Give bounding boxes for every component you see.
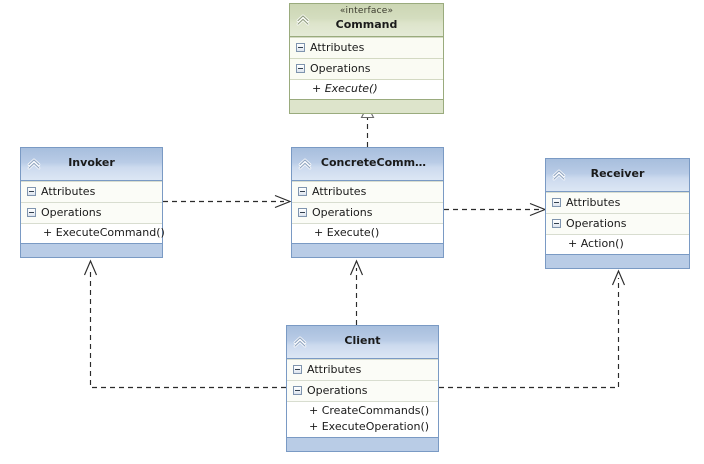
double-chevron-icon [26,156,42,172]
edge-dependency-invoker-concretecommand[interactable] [163,194,292,209]
collapse-toggle-icon[interactable] [27,207,36,217]
double-chevron-icon [292,334,308,350]
collapse-toggle-icon[interactable] [293,364,302,374]
compartment-operations[interactable]: Operations [287,380,438,401]
operation-item[interactable]: + CreateCommands() [309,404,430,417]
compartment-attributes[interactable]: Attributes [546,192,689,213]
collapse-toggle-icon[interactable] [298,186,307,196]
edge-dependency-client-receiver[interactable] [439,269,626,389]
class-box-receiver[interactable]: Receiver Attributes Operations + Action(… [545,158,690,269]
class-box-invoker[interactable]: Invoker Attributes Operations + ExecuteC… [20,147,165,258]
class-header-command: «interface» Command [290,4,443,37]
compartment-operations[interactable]: Operations [546,213,689,234]
collapse-toggle-icon[interactable] [296,63,305,73]
double-chevron-icon [297,156,313,172]
class-name: ConcreteComm… [320,156,427,169]
compartment-label-operations: Operations [307,384,368,397]
compartment-attributes[interactable]: Attributes [292,181,443,202]
compartment-operations[interactable]: Operations [292,202,443,223]
operation-item[interactable]: + ExecuteOperation() [309,420,430,433]
compartment-label-attributes: Attributes [312,185,367,198]
class-header-concrete-command: ConcreteComm… [292,148,443,181]
class-header-receiver: Receiver [546,159,689,192]
class-header-invoker: Invoker [21,148,162,181]
compartment-label-attributes: Attributes [310,41,365,54]
compartment-attributes[interactable]: Attributes [287,359,438,380]
compartment-label-operations: Operations [41,206,102,219]
compartment-label-attributes: Attributes [566,196,621,209]
operations-list: + Action() [546,234,689,254]
operation-item[interactable]: + Execute() [312,82,378,95]
class-footer [290,99,443,113]
class-name: Invoker [68,156,115,169]
collapse-toggle-icon[interactable] [552,218,561,228]
class-box-concrete-command[interactable]: ConcreteComm… Attributes Operations + Ex… [291,147,444,258]
class-name: Client [344,334,381,347]
operations-list: + Execute() [290,79,443,99]
class-name: Receiver [590,167,645,180]
class-name: Command [335,18,398,31]
compartment-operations[interactable]: Operations [21,202,162,223]
operations-list: + Execute() [292,223,443,243]
class-footer [21,243,162,257]
collapse-toggle-icon[interactable] [293,385,302,395]
compartment-attributes[interactable]: Attributes [290,37,443,58]
compartment-label-operations: Operations [566,217,627,230]
operation-item[interactable]: + Execute() [314,226,380,239]
double-chevron-icon [295,12,311,28]
collapse-toggle-icon[interactable] [296,42,305,52]
class-stereotype: «interface» [339,6,394,16]
double-chevron-icon [551,167,567,183]
class-footer [287,437,438,451]
collapse-toggle-icon[interactable] [27,186,36,196]
compartment-attributes[interactable]: Attributes [21,181,162,202]
class-box-command[interactable]: «interface» Command Attributes Operation… [289,3,444,114]
class-header-client: Client [287,326,438,359]
compartment-label-operations: Operations [310,62,371,75]
edge-dependency-concretecommand-receiver[interactable] [444,202,547,217]
operations-list: + ExecuteCommand() [21,223,165,243]
compartment-operations[interactable]: Operations [290,58,443,79]
class-footer [546,254,689,268]
operations-list: + CreateCommands() + ExecuteOperation() [287,401,438,437]
operation-item[interactable]: + ExecuteCommand() [43,226,165,239]
compartment-label-attributes: Attributes [41,185,96,198]
compartment-label-operations: Operations [312,206,373,219]
class-footer [292,243,443,257]
collapse-toggle-icon[interactable] [298,207,307,217]
edge-dependency-client-invoker[interactable] [83,259,287,389]
collapse-toggle-icon[interactable] [552,197,561,207]
class-box-client[interactable]: Client Attributes Operations + CreateCom… [286,325,439,452]
edge-dependency-client-concretecommand[interactable] [349,259,364,325]
compartment-label-attributes: Attributes [307,363,362,376]
operation-item[interactable]: + Action() [568,237,624,250]
